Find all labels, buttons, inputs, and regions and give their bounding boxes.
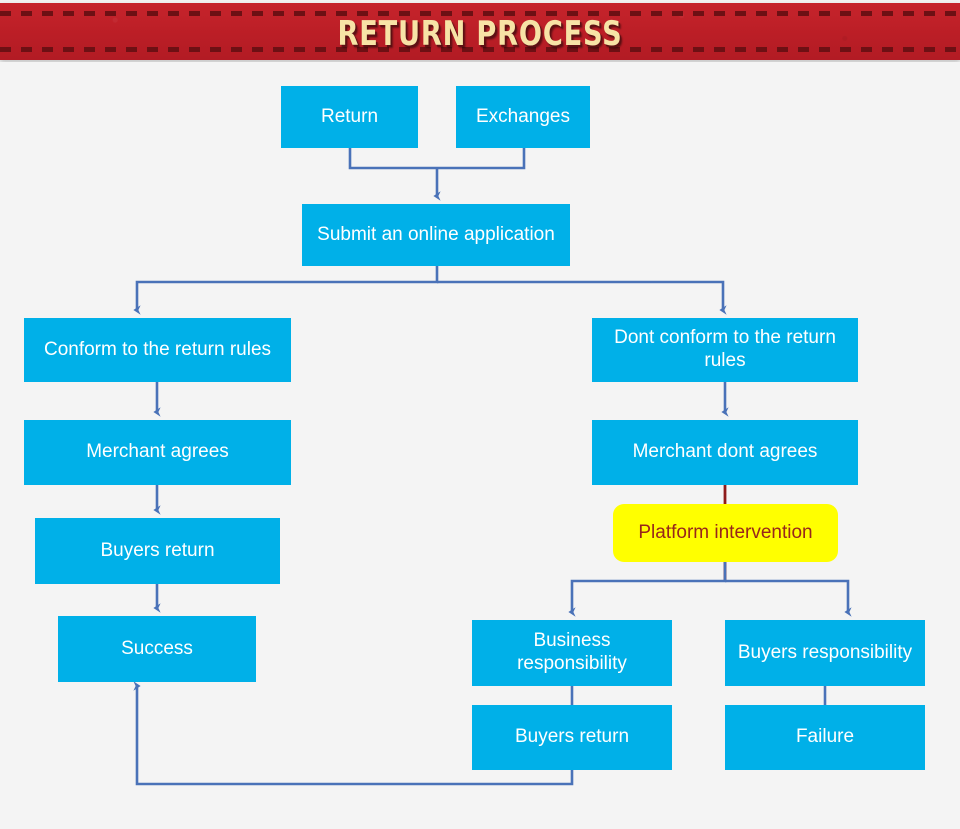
node-exchanges[interactable]: Exchanges [456,86,590,148]
node-business-responsibility[interactable]: Business responsibility [472,620,672,686]
node-merchant-agrees[interactable]: Merchant agrees [24,420,291,485]
edge-platform-split-bar-right [725,579,852,617]
header-banner-area: RETURN PROCESS [0,0,960,72]
node-buyers-responsibility[interactable]: Buyers responsibility [725,620,925,686]
banner-dashed-line-bottom [0,47,960,52]
edge-buyers-return-right-to-success [133,681,574,786]
node-failure[interactable]: Failure [725,705,925,770]
edge-submit-split-bar [133,266,439,315]
edge-platform-split-bar [568,562,727,617]
banner-dashed-line-top [0,11,960,16]
node-submit-an-online-application[interactable]: Submit an online application [302,204,570,266]
node-dont-conform-to-the-return-rules[interactable]: Dont conform to the return rules [592,318,858,382]
page-title: RETURN PROCESS [337,14,623,54]
flowchart-connectors [133,148,852,786]
node-return[interactable]: Return [281,86,418,148]
flowchart-canvas: Return Exchanges Submit an online applic… [0,62,960,829]
edge-submit-split-bar-right [437,280,727,315]
node-success[interactable]: Success [58,616,256,682]
node-merchant-dont-agrees[interactable]: Merchant dont agrees [592,420,858,485]
node-conform-to-the-return-rules[interactable]: Conform to the return rules [24,318,291,382]
header-banner: RETURN PROCESS [0,3,960,60]
edge-return-to-merge [348,148,526,170]
node-buyers-return-left[interactable]: Buyers return [35,518,280,584]
node-buyers-return-right[interactable]: Buyers return [472,705,672,770]
node-platform-intervention[interactable]: Platform intervention [613,504,838,562]
